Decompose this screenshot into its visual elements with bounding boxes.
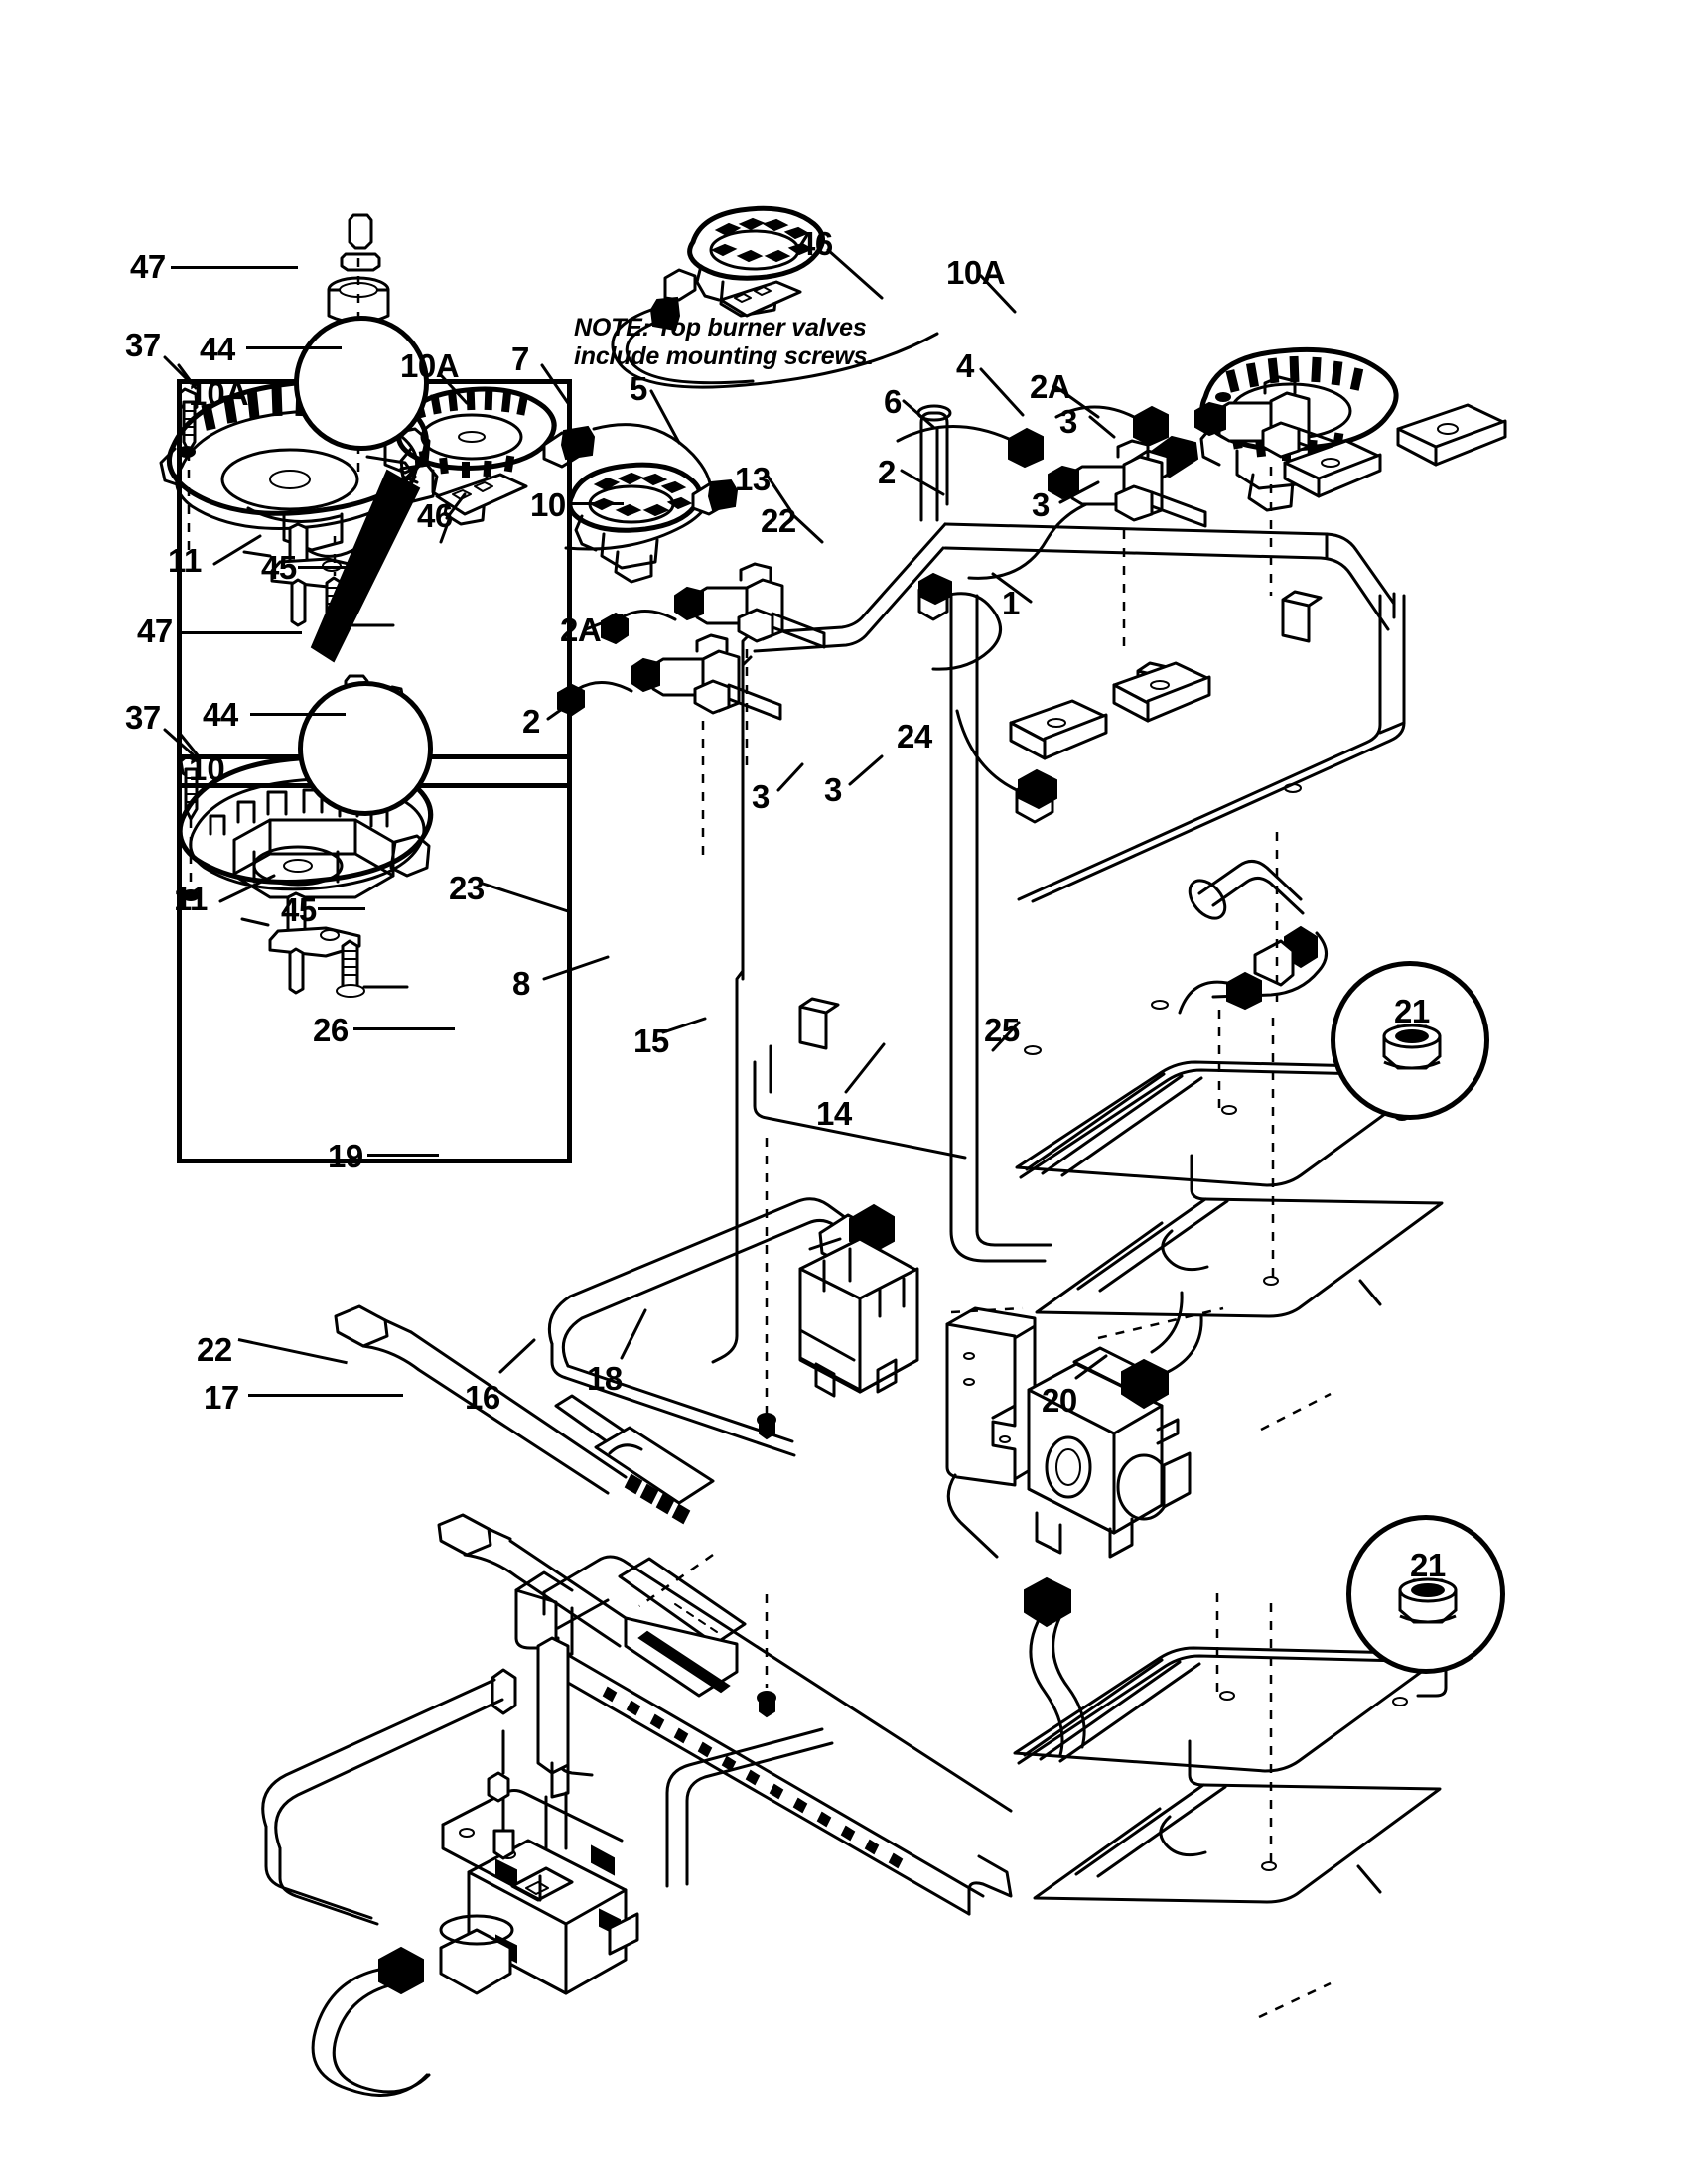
- callout-22-upper: 22: [761, 502, 796, 539]
- callout-20: 20: [1042, 1382, 1077, 1419]
- detail-inset-10a-tag: 10A: [189, 375, 249, 412]
- callout-21-lower: 21: [1410, 1547, 1446, 1583]
- callout-6: 6: [884, 383, 902, 420]
- leader-26: [353, 1027, 455, 1030]
- leader-44-upper: [246, 346, 342, 349]
- callout-19: 19: [328, 1138, 363, 1174]
- callout-2-right: 2: [878, 454, 896, 490]
- callout-37-lower: 37: [125, 699, 161, 736]
- callout-44-upper: 44: [200, 331, 235, 367]
- callout-8: 8: [512, 965, 530, 1002]
- callout-10-center: 10: [530, 486, 566, 523]
- detail-bubble-47-upper: [294, 316, 429, 451]
- callout-5: 5: [630, 370, 647, 407]
- callout-25: 25: [984, 1012, 1020, 1048]
- callout-37-upper: 37: [125, 327, 161, 363]
- callout-47-upper: 47: [130, 248, 166, 285]
- callout-23: 23: [449, 870, 485, 906]
- callout-24: 24: [897, 718, 932, 754]
- callout-16: 16: [465, 1379, 500, 1416]
- callout-21-upper: 21: [1394, 993, 1430, 1029]
- leader-47-upper: [171, 266, 298, 269]
- callout-14: 14: [816, 1095, 852, 1132]
- leader-10-center: [572, 502, 624, 505]
- leader-19: [367, 1154, 439, 1157]
- callout-22-lower: 22: [197, 1331, 232, 1368]
- callout-15: 15: [633, 1023, 669, 1059]
- leader-45-lower: [318, 907, 365, 910]
- callout-13: 13: [735, 461, 771, 497]
- flange-lock-nut-upper: [1382, 1024, 1442, 1070]
- callout-2a-center: 2A: [560, 612, 602, 648]
- callout-3-lower-l: 3: [752, 778, 770, 815]
- flange-lock-nut-lower: [1398, 1577, 1458, 1624]
- callout-4: 4: [956, 347, 974, 384]
- callout-46-top: 46: [797, 225, 833, 262]
- callout-45-lower: 45: [281, 891, 317, 928]
- diagram-note: NOTE: Top burner valves include mounting…: [574, 314, 875, 370]
- callout-47-lower: 47: [137, 613, 173, 649]
- callout-18: 18: [587, 1360, 623, 1397]
- callout-7: 7: [511, 341, 529, 377]
- callout-46-mid: 46: [417, 497, 453, 534]
- callout-11-lower: 11: [174, 881, 208, 917]
- leader-44-lower: [250, 713, 346, 716]
- callout-2-center: 2: [522, 703, 540, 740]
- callout-10a-right: 10A: [946, 254, 1006, 291]
- callout-44-lower: 44: [203, 696, 238, 733]
- leader-47-lower: [179, 631, 302, 634]
- detail-bubble-47-lower: [298, 681, 433, 816]
- callout-45-upper: 45: [261, 549, 297, 586]
- detail-inset-10-tag: 10: [189, 751, 225, 787]
- callout-17: 17: [204, 1379, 239, 1416]
- callout-3-upper: 3: [1059, 403, 1077, 440]
- leader-17: [248, 1394, 403, 1397]
- callout-1: 1: [1002, 585, 1020, 621]
- callout-3-lower-r: 3: [824, 771, 842, 808]
- callout-3-mid: 3: [1032, 486, 1050, 523]
- callout-26: 26: [313, 1012, 349, 1048]
- callout-11-upper: 11: [168, 542, 202, 579]
- callout-10a-mid: 10A: [400, 347, 460, 384]
- leader-45-upper: [298, 566, 346, 569]
- callout-2a-right: 2A: [1030, 368, 1071, 405]
